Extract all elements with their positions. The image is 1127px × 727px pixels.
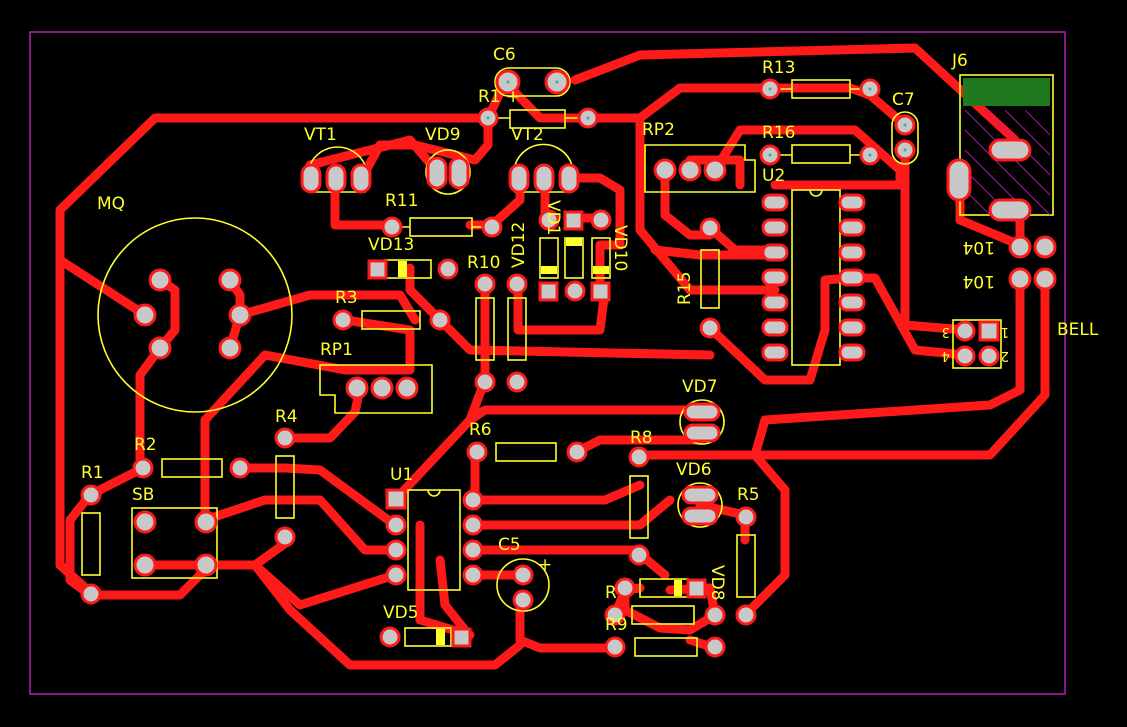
- copper-traces: [55, 43, 1050, 670]
- label-vd7: VD7: [682, 377, 718, 397]
- label-r9: R9: [605, 615, 628, 635]
- svg-text:+: +: [538, 555, 552, 575]
- label-c5: C5: [498, 535, 521, 555]
- label-r16: R16: [762, 123, 795, 143]
- label-bell-p4: 4: [942, 348, 950, 363]
- label-bell-p1: 1: [1001, 324, 1009, 339]
- label-u1: U1: [390, 465, 413, 485]
- label-u2: U2: [762, 166, 785, 186]
- label-c7: C7: [892, 90, 915, 110]
- label-rp1: RP1: [320, 340, 353, 360]
- designator-labels: C6 R1 + R13 J6 C7 VT1 VD9 VT2 RP2 R16 U2…: [81, 45, 1099, 635]
- silkscreen: [81, 67, 1054, 657]
- label-r1: R1: [81, 463, 104, 483]
- svg-text:+: +: [506, 87, 520, 107]
- label-vd12: VD12: [509, 222, 529, 268]
- label-bell: BELL: [1057, 320, 1099, 340]
- label-vd8: VD8: [707, 565, 727, 601]
- label-r14: R1: [478, 87, 501, 107]
- label-vt1: VT1: [304, 125, 337, 145]
- label-j6: J6: [951, 51, 968, 71]
- label-r13: R13: [762, 58, 795, 78]
- label-vd6: VD6: [676, 460, 712, 480]
- label-vt2: VT2: [511, 125, 544, 145]
- label-rp2: RP2: [642, 120, 675, 140]
- label-r6: R6: [469, 420, 492, 440]
- board-outline: [29, 31, 1066, 695]
- label-vd5: VD5: [383, 603, 419, 623]
- label-r15: R15: [675, 272, 695, 305]
- label-c6: C6: [493, 45, 516, 65]
- label-r8: R8: [630, 428, 653, 448]
- label-sb: SB: [132, 485, 154, 505]
- label-r11: R11: [385, 191, 418, 211]
- label-vd13: VD13: [368, 235, 414, 255]
- label-r2: R2: [134, 435, 157, 455]
- label-vd11: VD1: [543, 200, 563, 236]
- label-r5: R5: [737, 485, 760, 505]
- label-j6-pin-b: 104: [963, 271, 995, 291]
- label-vd10: VD10: [610, 225, 630, 271]
- label-j6-pin-a: 104: [963, 237, 995, 257]
- label-bell-p2: 2: [1001, 348, 1009, 363]
- label-r3: R3: [335, 288, 358, 308]
- label-bell-p3: 3: [942, 324, 950, 339]
- label-vd9: VD9: [425, 125, 461, 145]
- label-r4: R4: [275, 407, 298, 427]
- pads: [80, 69, 1057, 658]
- label-r10: R10: [467, 253, 500, 273]
- mq-outline: [97, 217, 293, 413]
- label-r7: R: [605, 583, 617, 603]
- label-mq: MQ: [97, 194, 125, 214]
